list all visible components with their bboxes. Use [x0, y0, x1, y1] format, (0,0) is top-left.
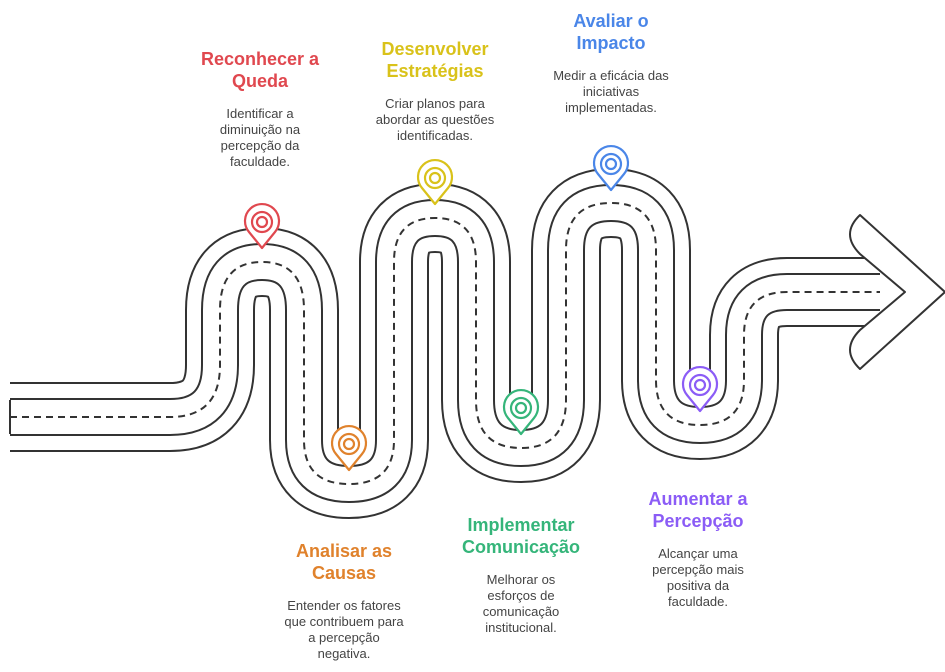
step-title: Avaliar o Impacto — [573, 11, 649, 53]
step-title: Desenvolver Estratégias — [381, 39, 489, 81]
step-description: Identificar a diminuição na percepção da… — [219, 106, 301, 169]
step-aumentar: Aumentar a Percepção Alcançar uma percep… — [608, 488, 788, 610]
map-pin-icon — [592, 145, 630, 192]
step-description: Melhorar os esforços de comunicação inst… — [482, 572, 560, 635]
step-reconhecer: Reconhecer a Queda Identificar a diminui… — [170, 48, 350, 170]
map-pin-icon — [416, 159, 454, 206]
step-title: Analisar as Causas — [295, 541, 393, 583]
road-body — [10, 203, 880, 484]
step-analisar: Analisar as Causas Entender os fatores q… — [254, 540, 434, 662]
step-description: Medir a eficácia das iniciativas impleme… — [553, 68, 669, 115]
arrow-head-icon — [849, 214, 945, 370]
step-desenvolver: Desenvolver Estratégias Criar planos par… — [345, 38, 525, 144]
map-pin-icon — [330, 425, 368, 472]
step-description: Entender os fatores que contribuem para … — [284, 598, 404, 661]
step-title: Aumentar a Percepção — [648, 489, 748, 531]
map-pin-icon — [243, 203, 281, 250]
step-description: Criar planos para abordar as questões id… — [375, 96, 495, 143]
step-implementar: Implementar Comunicação Melhorar os esfo… — [431, 514, 611, 636]
map-pin-icon — [502, 389, 540, 436]
step-description: Alcançar uma percepção mais positiva da … — [652, 546, 744, 609]
step-avaliar: Avaliar o Impacto Medir a eficácia das i… — [521, 10, 701, 116]
step-title: Reconhecer a Queda — [200, 49, 320, 91]
step-title: Implementar Comunicação — [461, 515, 581, 557]
map-pin-icon — [681, 366, 719, 413]
